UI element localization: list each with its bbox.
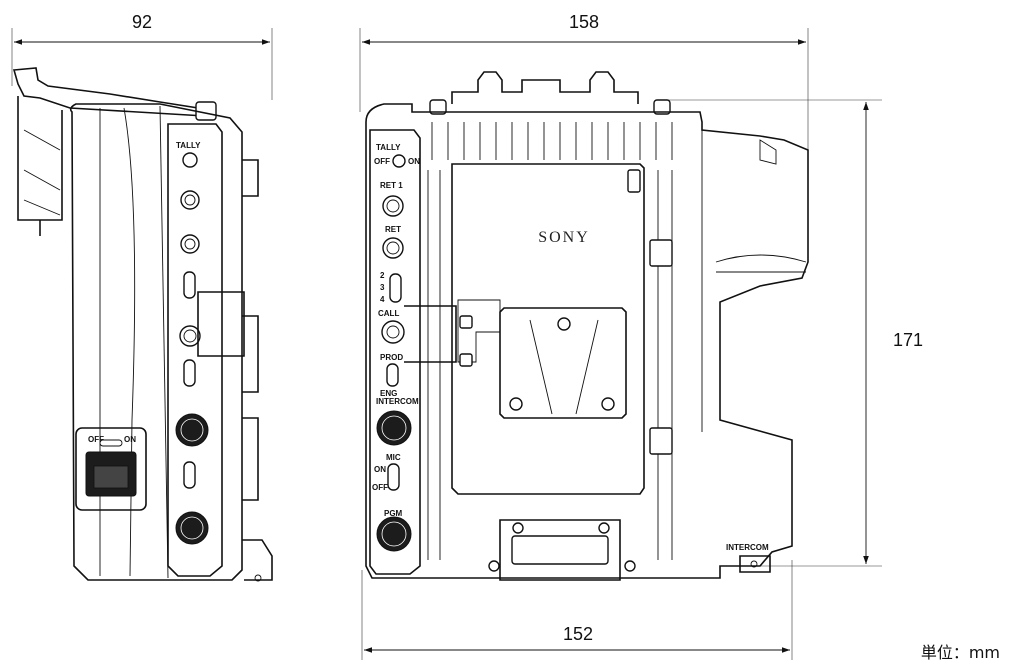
side-ret-button[interactable] (180, 234, 200, 254)
ret-button[interactable] (382, 237, 404, 259)
side-switch-off-label: OFF (88, 435, 104, 444)
side-call-button[interactable] (179, 325, 201, 347)
prod-eng-switch[interactable] (386, 363, 399, 387)
height-label: 171 (893, 330, 923, 350)
side-tally-lamp (182, 152, 198, 168)
mic-on-label: ON (374, 465, 386, 474)
front-top-width-label: 158 (569, 12, 599, 32)
mic-off-label: OFF (372, 483, 388, 492)
ret-selector-switch[interactable] (389, 273, 402, 303)
dimension-lines (11, 28, 882, 660)
intercom-label: INTERCOM (376, 397, 419, 406)
side-mic-switch[interactable] (183, 461, 196, 489)
tally-switch[interactable] (392, 154, 406, 168)
selector-2-label: 2 (380, 271, 385, 280)
ret-label: RET (385, 225, 401, 234)
side-control-panel (167, 123, 223, 577)
front-handle (404, 305, 457, 363)
side-view: TALLY OFF ON (12, 67, 273, 582)
side-ret-selector[interactable] (183, 271, 196, 299)
side-main-body (69, 103, 243, 581)
pgm-label: PGM (384, 509, 403, 518)
unit-label: 単位：mm (921, 643, 1000, 662)
front-control-panel (369, 129, 421, 575)
selector-3-label: 3 (380, 283, 385, 292)
side-ret1-button[interactable] (180, 190, 200, 210)
front-bottom-width-label: 152 (563, 624, 593, 644)
front-top-bracket (451, 71, 639, 104)
side-top-mount (12, 67, 207, 117)
tally-label: TALLY (376, 143, 401, 152)
selector-4-label: 4 (380, 295, 385, 304)
front-view: SONY INTERCOM TALLY OFF ON RET 1 RET 2 3… (365, 71, 809, 581)
front-battery-plate (451, 163, 645, 495)
mic-switch[interactable] (387, 463, 400, 491)
front-intercom-side-label: INTERCOM (726, 543, 769, 552)
front-housing (365, 103, 809, 579)
call-button[interactable] (381, 320, 405, 344)
prod-label: PROD (380, 353, 403, 362)
call-label: CALL (378, 309, 399, 318)
side-prod-eng-switch[interactable] (183, 359, 196, 387)
front-heat-ribs (431, 122, 673, 160)
ret1-label: RET 1 (380, 181, 403, 190)
side-handle (197, 291, 245, 357)
side-width-label: 92 (132, 12, 152, 32)
mic-label: MIC (386, 453, 401, 462)
side-rear-bracket (17, 96, 63, 221)
front-brand-logo: SONY (538, 229, 590, 246)
side-switch-on-label: ON (124, 435, 136, 444)
svg-text:TALLY: TALLY (176, 141, 201, 150)
front-v-mount (499, 307, 627, 419)
ret1-button[interactable] (382, 195, 404, 217)
tally-on-label: ON (408, 157, 420, 166)
front-bottom-connector (499, 519, 621, 581)
side-power-switch-box (75, 427, 147, 511)
tally-off-label: OFF (374, 157, 390, 166)
eng-label: ENG (380, 389, 397, 398)
